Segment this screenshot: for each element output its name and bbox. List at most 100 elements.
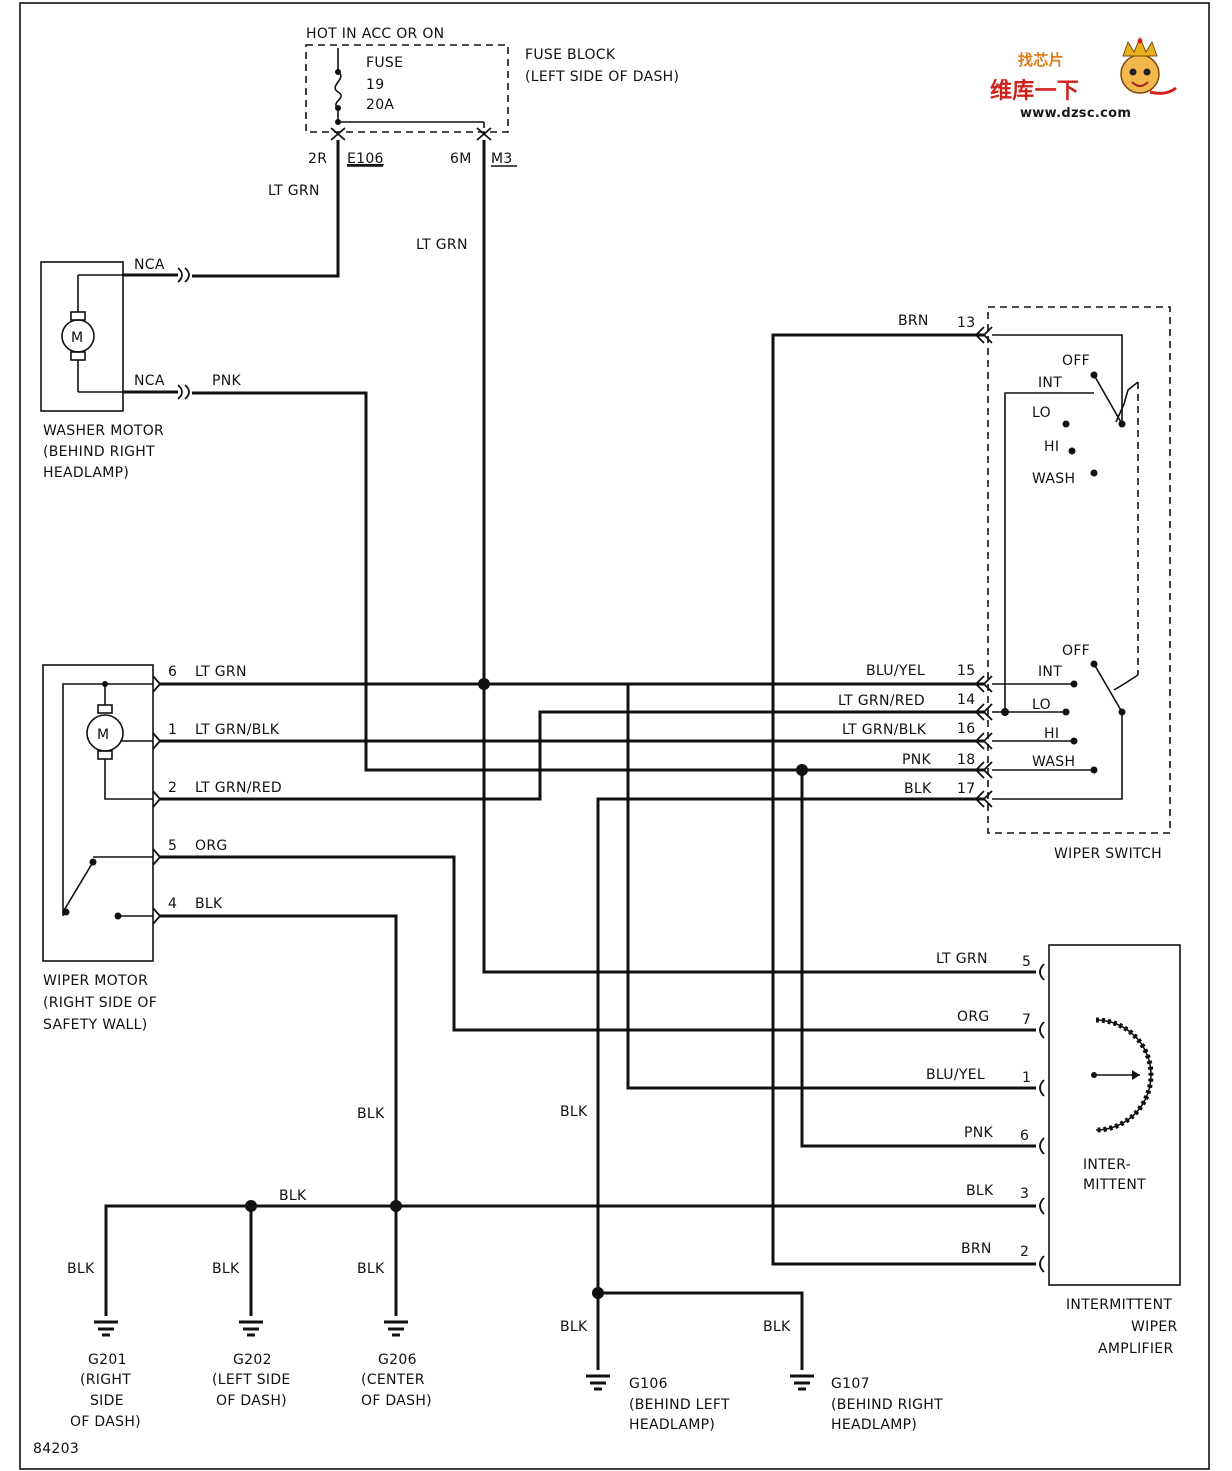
amp-pin-3: 3 (1020, 1186, 1029, 1202)
amplifier-title: INTERMITTENT (1066, 1297, 1172, 1313)
ground-g201-loc-2: SIDE (90, 1393, 124, 1409)
wiper-pin-4: 4 (168, 896, 177, 912)
fuse-block-header: HOT IN ACC OR ON (306, 26, 444, 42)
splice-pnk (796, 764, 808, 776)
amp-wire-7: ORG (957, 1009, 990, 1025)
switch-lower-int: INT (1038, 664, 1062, 680)
switch-pin-16: 16 (957, 721, 975, 737)
switch-upper-wash: WASH (1032, 471, 1075, 487)
fuse-block-outline (305, 44, 509, 133)
splice-blk-g106 (592, 1287, 604, 1299)
ground-g106-id: G106 (629, 1376, 668, 1392)
switch-wire-18: PNK (902, 752, 932, 768)
wire-brn (771, 333, 1036, 1266)
wire-blu-yel (626, 682, 1036, 1090)
fuse-connector-m3-label: M3 (491, 151, 513, 167)
wire-org (160, 855, 1036, 1032)
switch-pin-15: 15 (957, 663, 975, 679)
fuse-rating: 20A (366, 97, 394, 113)
wire-label-lt-grn-2: LT GRN (416, 237, 468, 253)
fuse-block: HOT IN ACC OR ON FUSE 19 20A FUSE BLOCK … (305, 26, 679, 167)
splice-lt-grn (478, 678, 490, 690)
wire-lt-grn-fuse-washer (192, 140, 340, 278)
wiper-wire-6: LT GRN (195, 664, 247, 680)
wiper-switch-outline (987, 306, 1171, 834)
switch-upper-off: OFF (1062, 353, 1090, 369)
wire-label-lt-grn-1: LT GRN (268, 183, 320, 199)
wire-blk-bus (104, 1204, 1036, 1316)
switch-wire-14: LT GRN/RED (838, 693, 925, 709)
switch-pin-13: 13 (957, 315, 975, 331)
wiper-wire-4: BLK (195, 896, 223, 912)
switch-upper-lo: LO (1032, 405, 1051, 421)
wire-label-blk-1: BLK (357, 1106, 385, 1122)
amp-wire-3: BLK (966, 1183, 994, 1199)
wiper-motor-location-2: SAFETY WALL) (43, 1017, 148, 1033)
wire-label-blk-2: BLK (560, 1104, 588, 1120)
amplifier-dial-icon (1091, 1017, 1154, 1133)
ground-g202-id: G202 (233, 1352, 272, 1368)
ground-g202-loc-2: OF DASH) (216, 1393, 287, 1409)
ground-g202-loc-1: (LEFT SIDE (212, 1372, 291, 1388)
wire-lt-grn-red (160, 710, 984, 801)
wire-label-blk-g202: BLK (212, 1261, 240, 1277)
wiper-pin-1: 1 (168, 722, 177, 738)
amp-pin-5: 5 (1022, 954, 1031, 970)
watermark-top: 找芯片 (1018, 51, 1064, 69)
wiper-pin-5: 5 (168, 838, 177, 854)
wire-blk-motor-ground (160, 914, 398, 1316)
ground-g201-id: G201 (88, 1352, 127, 1368)
switch-upper-int: INT (1038, 375, 1062, 391)
wire-blk-g107 (598, 1291, 804, 1370)
switch-pin-17: 17 (957, 781, 975, 797)
washer-motor-title: WASHER MOTOR (43, 423, 164, 439)
switch-lower-off: OFF (1062, 643, 1090, 659)
wire-blk-switch-ground (596, 797, 984, 1370)
amplifier-title-3: AMPLIFIER (1098, 1341, 1173, 1357)
switch-lower-hi: HI (1044, 726, 1059, 742)
watermark-url: www.dzsc.com (1020, 106, 1131, 121)
washer-motor: M WASHER MOTOR (BEHIND RIGHT HEADLAMP) N… (40, 257, 190, 481)
washer-motor-location-1: (BEHIND RIGHT (43, 444, 155, 460)
ground-g106-loc-2: HEADLAMP) (629, 1417, 715, 1433)
ground-g106: G106 (BEHIND LEFT HEADLAMP) (586, 1374, 730, 1433)
splice-blk-g206 (390, 1200, 402, 1212)
amp-pin-2: 2 (1020, 1244, 1029, 1260)
wiper-pin-6: 6 (168, 664, 177, 680)
amp-wire-2: BRN (961, 1241, 992, 1257)
switch-wire-17: BLK (904, 781, 932, 797)
washer-motor-box (40, 261, 124, 412)
wiper-motor-title: WIPER MOTOR (43, 973, 148, 989)
wiper-pin-2: 2 (168, 780, 177, 796)
amplifier-inner-2: MITTENT (1083, 1177, 1146, 1193)
switch-wire-16: LT GRN/BLK (842, 722, 927, 738)
fuse-symbol (334, 48, 485, 128)
wire-label-pnk-washer: PNK (212, 373, 242, 389)
wiper-motor-m: M (97, 727, 109, 743)
ground-g201-loc-3: OF DASH) (70, 1414, 141, 1430)
intermittent-wiper-amplifier: 5 LT GRN 7 ORG 1 BLU/YEL 6 PNK 3 BLK 2 B… (926, 944, 1181, 1357)
splice-blk-g202 (245, 1200, 257, 1212)
fuse-label: FUSE (366, 55, 403, 71)
fuse-pin-2r: 2R (308, 151, 327, 167)
dzsc-watermark-logo: 找芯片 维库一下 www.dzsc.com (990, 36, 1177, 121)
ground-g201: G201 (RIGHT SIDE OF DASH) (70, 1320, 141, 1430)
watermark-cn: 维库一下 (990, 78, 1079, 104)
wire-label-blk-g201: BLK (67, 1261, 95, 1277)
wire-label-blk-g107: BLK (763, 1319, 791, 1335)
switch-lower-wash: WASH (1032, 754, 1075, 770)
amplifier-inner-1: INTER- (1083, 1157, 1131, 1173)
mascot-icon (1120, 36, 1177, 95)
wire-label-blk-g206: BLK (357, 1261, 385, 1277)
wiper-motor-box (42, 664, 154, 962)
ground-g202: G202 (LEFT SIDE OF DASH) (212, 1320, 291, 1409)
amp-pin-6: 6 (1020, 1128, 1029, 1144)
ground-g107-loc-1: (BEHIND RIGHT (831, 1397, 943, 1413)
ground-g107-id: G107 (831, 1376, 870, 1392)
wiper-motor: M WIPER MOTOR (RIGHT SIDE OF SAFETY WALL… (42, 664, 282, 1033)
fuse-connector-m3 (476, 132, 492, 141)
fuse-number: 19 (366, 77, 384, 93)
amp-pin-7: 7 (1022, 1012, 1031, 1028)
amplifier-box (1048, 944, 1181, 1286)
